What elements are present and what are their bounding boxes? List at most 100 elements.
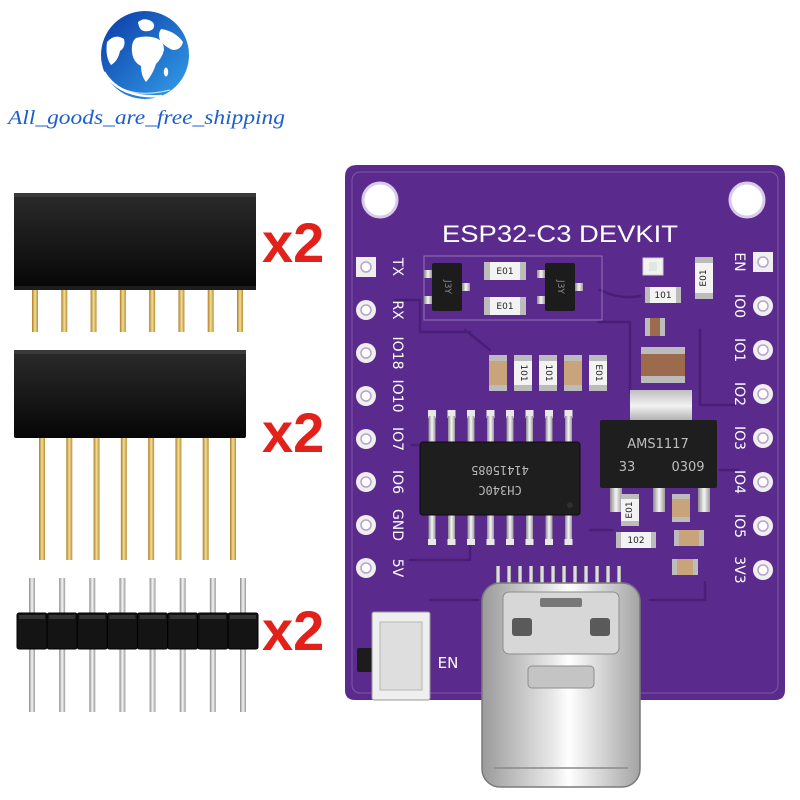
- resistor-end: [695, 293, 713, 299]
- solder-pad: [564, 539, 573, 545]
- regulator-pin: [610, 486, 622, 512]
- pin-label: IO6: [389, 470, 405, 494]
- resistor-end: [539, 385, 557, 391]
- gold-pin: [175, 434, 182, 560]
- plastic-block-highlight: [19, 615, 45, 619]
- pad-hole: [757, 432, 769, 444]
- capacitor-body: [672, 494, 690, 522]
- usb-c-connector: [481, 566, 641, 788]
- chip-pin: [526, 514, 533, 541]
- pad-hole: [360, 390, 372, 402]
- voltage-regulator: AMS1117 33 0309: [600, 390, 717, 512]
- chip-pin: [428, 416, 436, 443]
- resistor-end: [676, 287, 681, 303]
- usb-recess: [502, 591, 620, 655]
- chip-pin1-dot: [567, 502, 573, 508]
- pad-hole: [360, 304, 372, 316]
- capacitor-end: [489, 355, 507, 361]
- gold-pin: [61, 286, 68, 332]
- chip-pin: [526, 416, 533, 443]
- female-header-short-top-edge: [14, 193, 256, 197]
- chip-pin: [428, 514, 436, 541]
- solder-pad: [486, 410, 495, 418]
- gold-pin: [66, 434, 73, 560]
- resistor-marking: E01: [496, 267, 513, 277]
- gold-pin: [39, 434, 45, 560]
- pin-label: 5V: [389, 559, 405, 578]
- regulator-voltage: 33: [619, 460, 636, 475]
- usb-serial-chip: 41415085 CH340C: [419, 410, 581, 545]
- transistor-leg: [575, 283, 583, 291]
- usb-smd-pin: [562, 566, 566, 588]
- pad-hole: [757, 476, 769, 488]
- pcb-traces: [393, 288, 740, 602]
- capacitor-c2: [564, 355, 582, 391]
- capacitor-body: [674, 530, 704, 546]
- chip-pin: [487, 514, 494, 541]
- regulator-tab: [630, 390, 692, 422]
- board-title: ESP32-C3 DEVKIT: [442, 221, 678, 248]
- capacitor-end: [672, 517, 690, 522]
- led-lens: [649, 262, 657, 271]
- gold-pin: [178, 286, 185, 332]
- plastic-block-highlight: [169, 615, 196, 619]
- usb-smd-pin: [496, 566, 500, 588]
- resistor-end: [514, 355, 532, 361]
- pin-label: TX: [389, 257, 405, 277]
- pin-label: IO2: [731, 382, 747, 406]
- resistor-marking: E01: [496, 302, 513, 312]
- resistor-body: [539, 355, 557, 391]
- capacitor-end: [564, 385, 582, 391]
- resistor-end: [589, 355, 607, 361]
- capacitor-c3: [645, 318, 665, 336]
- female-header-short-body: [14, 193, 256, 290]
- regulator-model: AMS1117: [627, 437, 688, 452]
- solder-pad: [467, 539, 475, 545]
- resistor-r6: 101: [539, 355, 557, 391]
- solder-pad: [506, 410, 514, 418]
- trace: [698, 328, 737, 407]
- capacitor-end: [693, 559, 698, 575]
- pin-label: 3V3: [731, 556, 747, 583]
- capacitor-end: [645, 318, 650, 336]
- pad-hole: [360, 433, 372, 445]
- female-header-short: [14, 193, 256, 332]
- trace: [648, 580, 707, 602]
- resistor-body: [514, 355, 532, 391]
- capacitor-end: [674, 530, 679, 546]
- usb-smd-pin: [529, 566, 533, 588]
- capacitor-body: [564, 355, 582, 391]
- regulator-pin: [653, 486, 665, 512]
- pad-hole: [360, 347, 372, 359]
- en-button-actuator: [357, 648, 373, 672]
- chip-model: CH340C: [478, 483, 521, 497]
- mounting-hole-left: [361, 181, 399, 219]
- resistor-r4: E01: [695, 257, 713, 299]
- capacitor-end: [564, 355, 582, 361]
- regulator-code: 0309: [671, 460, 704, 475]
- globe-icon: [101, 11, 189, 99]
- solder-pad: [545, 539, 553, 545]
- usb-smd-pin: [507, 566, 511, 588]
- resistor-marking: E01: [699, 269, 709, 286]
- transistor-leg: [424, 270, 432, 278]
- transistor-leg: [424, 296, 432, 304]
- watermark-text: All_goods_are_free_shipping: [6, 107, 285, 129]
- silkscreen-box: [423, 255, 603, 321]
- pin-label: IO10: [389, 380, 405, 413]
- usb-smd-pin: [551, 566, 555, 588]
- resistor-r3: 101: [645, 287, 681, 303]
- solder-pad: [447, 410, 456, 418]
- trace: [408, 543, 472, 562]
- chip-pin: [506, 514, 514, 541]
- plastic-block-highlight: [49, 615, 76, 619]
- chip-code: 41415085: [471, 463, 529, 477]
- pin-label: IO3: [731, 426, 747, 450]
- resistor-marking: E01: [625, 501, 635, 518]
- transistor-marking: J3Y: [442, 279, 452, 294]
- pad-hole: [757, 256, 769, 268]
- resistor-end: [621, 494, 639, 499]
- plastic-block-highlight: [139, 615, 166, 619]
- plastic-block-highlight: [230, 615, 256, 619]
- male-header: [16, 578, 259, 712]
